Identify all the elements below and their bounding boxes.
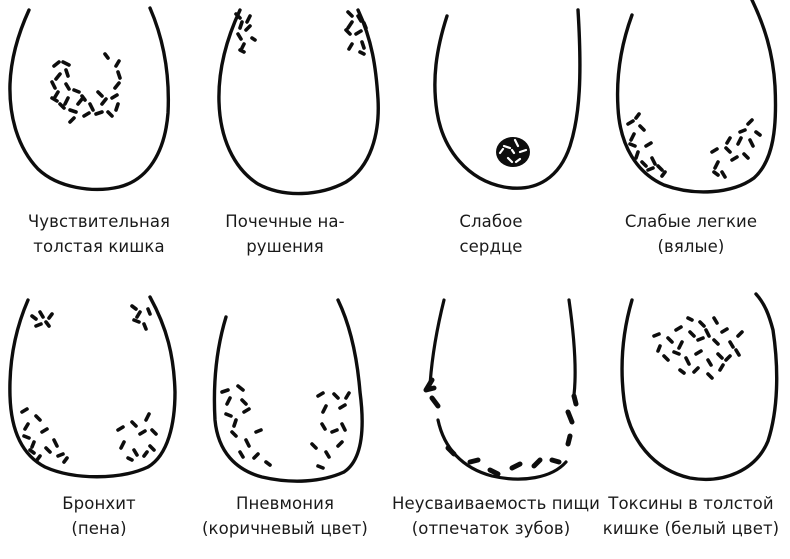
caption-line: сердце <box>459 237 523 256</box>
caption-malabsorption: Неусваиваемость пищи (отпечаток зубов) <box>392 491 600 541</box>
caption-line: кишке (белый цвет) <box>602 519 780 538</box>
spots-weak-heart <box>496 137 530 167</box>
caption-line: Слабое <box>459 212 523 231</box>
caption-weak-heart: Слабое сердце <box>392 209 590 259</box>
tongue-outline-bronchitis <box>8 295 177 479</box>
caption-line: (коричневый цвет) <box>202 519 368 538</box>
tongue-outline-weak-heart <box>433 8 582 190</box>
tongue-outline-pneumonia <box>212 298 364 483</box>
caption-line: Слабые легкие <box>624 212 758 231</box>
caption-line: Токсины в толстой <box>608 494 774 513</box>
tongue-outline-colon-toxins <box>620 292 779 482</box>
spots-sensitive-colon <box>50 52 122 124</box>
caption-line: Почечные на- <box>225 212 345 231</box>
caption-weak-lungs: Слабые легкие (вялые) <box>592 209 790 259</box>
caption-bronchitis: Бронхит (пена) <box>0 491 198 541</box>
spots-colon-toxins <box>652 316 744 380</box>
caption-line: (пена) <box>71 519 127 538</box>
caption-pneumonia: Пневмония (коричневый цвет) <box>186 491 384 541</box>
caption-line: рушения <box>246 237 324 256</box>
spots-kidney <box>234 10 368 56</box>
spots-bronchitis <box>20 304 158 464</box>
teeth-marks-malabsorption <box>423 377 579 477</box>
caption-sensitive-colon: Чувствительная толстая кишка <box>0 209 198 259</box>
spots-weak-lungs <box>626 112 762 179</box>
caption-line: толстая кишка <box>33 237 165 256</box>
caption-line: (вялые) <box>657 237 725 256</box>
caption-line: (отпечаток зубов) <box>411 519 571 538</box>
caption-line: Неусваиваемость пищи <box>392 494 600 513</box>
caption-line: Чувствительная <box>27 212 171 231</box>
tongue-outline-kidney <box>217 8 380 196</box>
tongue-outline-weak-lungs <box>615 0 778 194</box>
tongue-outline-malabsorption <box>428 298 577 481</box>
caption-kidney: Почечные на- рушения <box>186 209 384 259</box>
spots-pneumonia <box>220 384 351 470</box>
caption-line: Бронхит <box>62 494 136 513</box>
tongue-outline-sensitive-colon <box>8 6 171 192</box>
caption-colon-toxins: Токсины в толстой кишке (белый цвет) <box>592 491 790 541</box>
caption-line: Пневмония <box>236 494 334 513</box>
